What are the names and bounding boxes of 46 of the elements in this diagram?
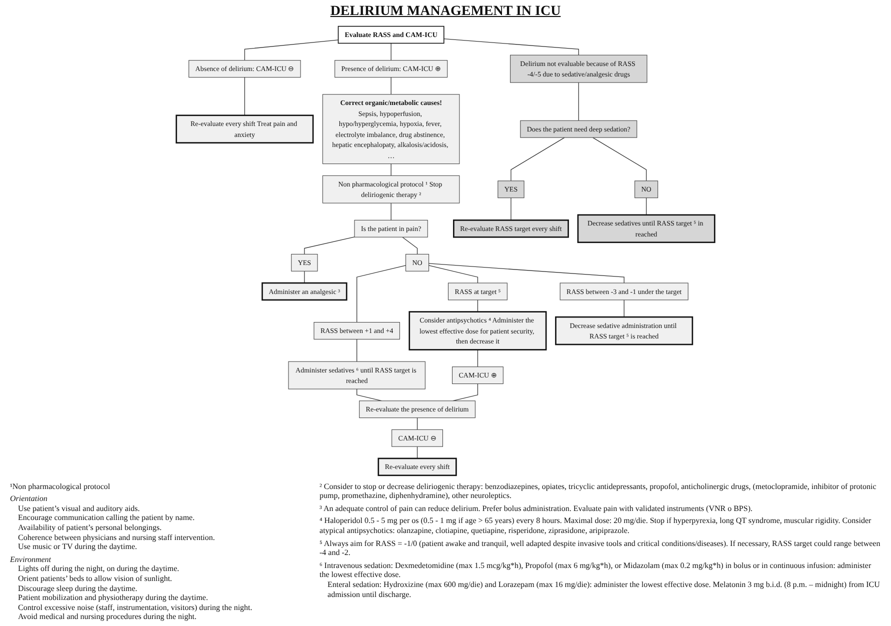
connector <box>356 338 358 362</box>
footnote-text: Avoid medical and nursing procedures during the night. <box>17 612 198 622</box>
connector <box>578 82 579 121</box>
footnote-text: Environment <box>10 554 52 564</box>
connector <box>416 417 418 430</box>
connector <box>416 446 418 459</box>
footnote-text: Patient mobilization and physiotherapy during the daytime. <box>17 593 209 603</box>
footnote-text: Control excessive noise (staff, instrumentation, visitors) during the night. <box>17 602 254 612</box>
connector <box>244 40 339 61</box>
connector <box>304 270 305 284</box>
footnote-text: Availability of patient’s personal belongings. <box>17 523 163 533</box>
connector <box>428 265 478 284</box>
footnote-text: ² Consider to stop or decrease deliriogenic therapy: benzodiazepines, opiates, tricyclic antidepressants, propofol, anticholinergic drugs, (metoclopramide, inhibitor of protonic pump, promethazine, diphenhydramine), other neuroleptics. <box>320 482 878 501</box>
connector <box>477 349 478 368</box>
connector <box>510 137 565 182</box>
footnote-text: ¹Non pharmacological protocol <box>10 482 112 492</box>
connector <box>402 236 418 255</box>
footnote-text: Discourage sleep during the daytime. <box>17 584 138 594</box>
footnote-text: Coherence between physicians and nursing staff intervention. <box>17 532 216 542</box>
footnote-text: ³ An adequate control of pain can reduce delirium. Prefer bolus administration. Evaluate pain with validated instruments (VNR o BPS). <box>320 504 754 514</box>
connector <box>477 300 478 312</box>
footnote-text: Use music or TV during the daytime. <box>17 542 138 552</box>
footnote-text: ⁶ Intravenous sedation: Dexmedetomidine (max 1.5 mcg/kg*h), Propofol (max 6 mg/kg*h), or Midazolam (max 0.2 mg/kg*h) in bolus or in continuous infusion: administer the lowest effective dose. <box>320 560 872 580</box>
connector <box>646 198 647 216</box>
connector <box>244 76 246 116</box>
connector <box>356 265 406 323</box>
connector <box>304 236 355 255</box>
footnote-text: Lights off during the night, on during the daytime. <box>17 564 180 574</box>
footnote-text: Enteral sedation: Hydroxizine (max 600 mg/die) and Lorazepam (max 16 mg/die): administer the lowest effective dose. Melatonin 3 mg b.i.d. (8 p.m. – midnight) from ICU admission until discharge. <box>326 580 881 600</box>
footnote-text: Encourage communication calling the patient by name. <box>17 513 196 524</box>
connector <box>452 383 478 402</box>
footnote-text: Orientation <box>10 494 48 504</box>
connector <box>592 137 647 182</box>
connector <box>390 202 392 220</box>
connector <box>390 163 392 176</box>
connector <box>390 76 392 95</box>
footnote-text: ⁵ Always aim for RASS = -1/0 (patient awake and tranquil, well adapted despite invasive tools and critical conditions/diseases). If necessary, RASS target could range between -4 and -2. <box>320 538 881 558</box>
footnote-text: ⁴ Haloperidol 0.5 - 5 mg per os (0.5 - 1 mg if age > 65 years) every 8 hours. Maximal dose: 20 mg/die. Stop if hyperpyrexia, long QT syndrome, muscular rigidity. Consider atypical antipsychotics: olanzapine, clotiapine, quetiapine, risperidone, ziprasidone, aripiprazole. <box>320 516 872 536</box>
connector <box>428 263 624 284</box>
connector <box>390 42 392 61</box>
connector <box>444 38 579 56</box>
footnote-text: Orient patients’ beds to allow vision of sunlight. <box>17 574 174 584</box>
footnote-text: Use patient’s visual and auditory aids. <box>17 504 141 514</box>
connector <box>356 388 382 402</box>
connector <box>510 198 512 220</box>
title: DELIRIUM MANAGEMENT IN ICU <box>329 4 562 20</box>
